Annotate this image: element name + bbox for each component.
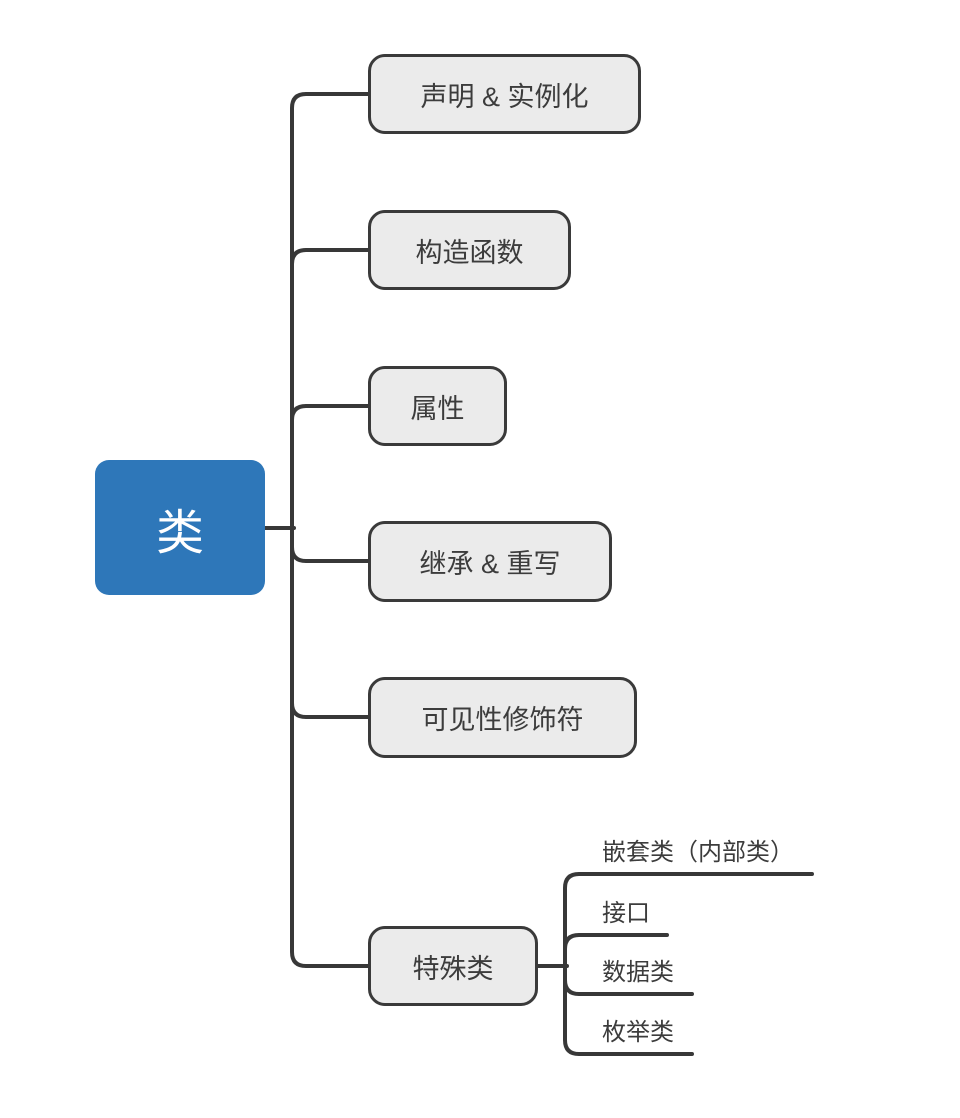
branch-label: 声明 & 实例化 xyxy=(420,81,589,112)
leaf-node-interface[interactable]: 接口 xyxy=(602,900,650,927)
root-node-label: 类 xyxy=(155,506,204,560)
branch-node-special-classes[interactable]: 特殊类 xyxy=(368,926,538,1006)
leaf-node-enum-class[interactable]: 枚举类 xyxy=(602,1019,674,1046)
edge-leaf-enum-class xyxy=(563,964,694,1056)
branch-node-property[interactable]: 属性 xyxy=(368,366,507,446)
branch-node-visibility-modifiers[interactable]: 可见性修饰符 xyxy=(368,677,637,758)
edge-leaf-nested-class xyxy=(563,872,814,968)
edge-branch-property xyxy=(290,404,370,530)
edge-branch-inheritance xyxy=(290,526,370,563)
branch-label: 可见性修饰符 xyxy=(421,705,584,735)
branch-label: 属性 xyxy=(410,393,465,424)
edge-branch-special xyxy=(290,526,370,968)
leaf-node-nested-class[interactable]: 嵌套类（内部类） xyxy=(602,839,794,866)
edge-leaf-interface xyxy=(563,933,669,968)
edge-branch-visibility xyxy=(290,526,370,719)
branch-node-constructor[interactable]: 构造函数 xyxy=(368,210,571,290)
leaf-node-data-class[interactable]: 数据类 xyxy=(602,959,674,986)
branch-node-declaration-instantiation[interactable]: 声明 & 实例化 xyxy=(368,54,641,134)
branch-label: 特殊类 xyxy=(412,953,494,984)
branch-node-inheritance-override[interactable]: 继承 & 重写 xyxy=(368,521,612,602)
edge-branch-declaration xyxy=(290,92,370,530)
branch-label: 继承 & 重写 xyxy=(419,549,561,579)
root-node-class[interactable]: 类 xyxy=(95,460,265,595)
branch-label: 构造函数 xyxy=(415,237,524,268)
edge-branch-constructor xyxy=(290,248,370,530)
